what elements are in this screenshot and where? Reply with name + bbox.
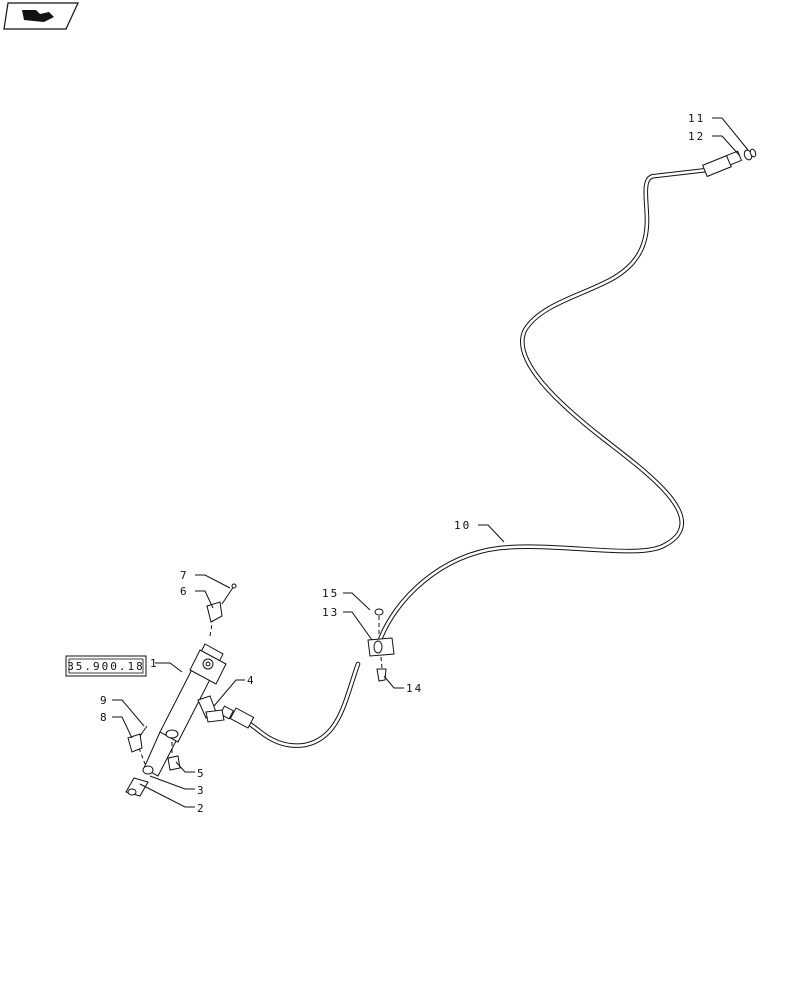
callout-12[interactable]: 12 — [688, 130, 705, 143]
clevis-pin-bottom — [127, 725, 148, 753]
callout-5[interactable]: 5 — [197, 767, 206, 780]
hose-assembly — [247, 155, 729, 748]
callout-9[interactable]: 9 — [100, 694, 109, 707]
hose-clamp — [367, 608, 395, 682]
reference-box-label: 35.900.18 — [67, 660, 145, 673]
port-fitting — [167, 755, 181, 771]
callout-leaders — [112, 117, 749, 808]
reference-box[interactable]: 35.900.18 — [65, 655, 147, 677]
rod-end — [125, 765, 154, 797]
hydraulic-cylinder — [138, 611, 227, 777]
elbow-fitting — [197, 695, 225, 723]
callout-15[interactable]: 15 — [322, 587, 339, 600]
callout-11[interactable]: 11 — [688, 112, 705, 125]
callout-labels: 11 12 10 15 13 14 7 6 1 4 5 3 2 9 8 — [100, 112, 705, 815]
callout-4[interactable]: 4 — [247, 674, 256, 687]
hose-end-fitting — [702, 148, 757, 178]
hose-lower-fitting — [219, 705, 255, 729]
callout-7[interactable]: 7 — [180, 569, 189, 582]
callout-14[interactable]: 14 — [406, 682, 423, 695]
callout-2[interactable]: 2 — [197, 802, 206, 815]
callout-1[interactable]: 1 — [150, 657, 159, 670]
callout-3[interactable]: 3 — [197, 784, 206, 797]
page-arrow-icon[interactable] — [3, 2, 79, 30]
clevis-pin-top — [206, 583, 237, 623]
callout-6[interactable]: 6 — [180, 585, 189, 598]
callout-13[interactable]: 13 — [322, 606, 339, 619]
callout-8[interactable]: 8 — [100, 711, 109, 724]
callout-10[interactable]: 10 — [454, 519, 471, 532]
